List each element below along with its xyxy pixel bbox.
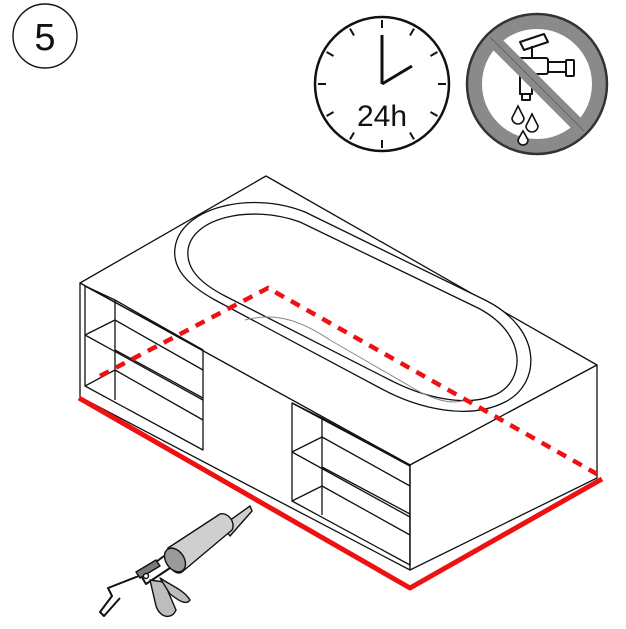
left-shelf-frame xyxy=(84,285,204,451)
left-shelf-lower xyxy=(84,369,204,421)
gun-rod xyxy=(99,573,145,617)
left-shelf-back xyxy=(84,285,204,400)
basin-inner-rim xyxy=(187,213,518,402)
bathtub-unit xyxy=(79,175,598,571)
right-shelf-board xyxy=(291,436,411,518)
water-drops-icon xyxy=(511,104,539,146)
step-badge: 5 xyxy=(12,3,78,69)
hidden-seal-line xyxy=(98,285,599,476)
clock-tick xyxy=(349,131,355,140)
right-shelf-back xyxy=(291,402,411,515)
basin-floor-edge xyxy=(244,316,466,403)
clock-tick xyxy=(409,28,415,37)
clock-tick xyxy=(326,51,335,57)
clock-tick xyxy=(349,28,355,37)
clock-icon: 24h xyxy=(313,15,451,153)
seal-line xyxy=(77,395,604,591)
left-shelf-board xyxy=(84,319,204,401)
right-shelf-lower xyxy=(291,485,411,536)
gun-handle xyxy=(149,579,177,617)
no-water-tap-icon xyxy=(465,12,609,156)
clock-tick xyxy=(326,111,335,117)
step-number: 5 xyxy=(34,17,55,59)
clock-tick xyxy=(429,111,438,117)
cure-time-label: 24h xyxy=(357,100,407,133)
clock-tick xyxy=(429,51,438,57)
gun-trigger xyxy=(159,577,191,604)
clock-tick xyxy=(409,131,415,140)
caulking-gun-icon xyxy=(99,505,253,617)
